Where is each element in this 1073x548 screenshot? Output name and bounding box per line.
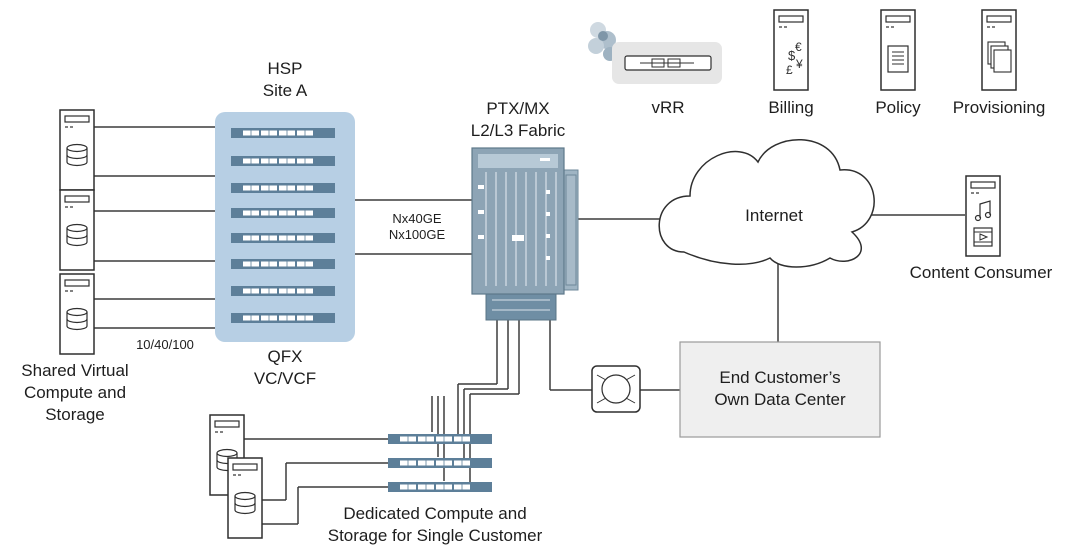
provisioning-label: Provisioning [952,98,1046,117]
router-chassis-icon [471,147,579,321]
dedicated-server-2 [227,457,263,539]
dollar-symbol: $ [788,48,796,63]
billing-label: Billing [768,98,814,117]
qfx-label: QFX VC/VCF [235,346,335,390]
yen-symbol: ¥ [795,57,803,71]
hsp-label-line1: HSP [267,59,303,78]
hsp-label-line2: Site A [262,81,308,100]
fabric-label: PTX/MX L2/L3 Fabric [448,98,588,142]
video-play-icon [973,227,993,247]
hsp-site-label: HSP Site A [235,58,335,102]
firewall-icon [591,365,641,413]
shared-server-2 [59,189,95,271]
link-speed-100ge: Nx100GE [388,227,446,242]
policy-server [880,9,916,91]
shared-label-line3: Storage [45,405,105,424]
end-customer-line1: End Customer’s [719,368,841,387]
end-customer-datacenter [679,341,881,438]
shared-server-3 [59,273,95,355]
dedicated-label-line2: Storage for Single Customer [327,526,543,545]
server-speed-label: 10/40/100 [136,337,194,352]
end-customer-line2: Own Data Center [714,390,846,409]
link-speed-label: Nx40GE Nx100GE [372,211,462,243]
dedicated-label: Dedicated Compute and Storage for Single… [300,503,570,547]
documents-stack-icon [987,41,1012,73]
vrr-label: vRR [651,98,685,117]
dedicated-label-line1: Dedicated Compute and [343,504,527,523]
internet-label: Internet [745,206,803,225]
provisioning-server [981,9,1017,91]
connection-lines [94,126,965,525]
pound-symbol: £ [786,63,793,77]
content-consumer-server [965,175,1001,257]
billing-server: $ € £ ¥ [773,9,809,91]
policy-label: Policy [875,98,921,117]
shared-storage-label: Shared Virtual Compute and Storage [0,360,150,426]
qfx-panel [215,112,355,342]
virtual-router-icon [588,22,722,84]
fabric-label-line2: L2/L3 Fabric [470,121,566,140]
euro-symbol: € [795,40,802,54]
qfx-label-line1: QFX [267,347,303,366]
dedicated-switches [387,433,493,493]
cloud-icon [658,139,875,268]
shared-label-line2: Compute and [23,383,127,402]
fabric-label-line1: PTX/MX [486,99,550,118]
document-icon [887,45,909,73]
shared-label-line1: Shared Virtual [21,361,129,380]
shared-server-1 [59,109,95,191]
end-customer-label: End Customer’s Own Data Center [680,367,880,411]
link-speed-40ge: Nx40GE [392,211,442,226]
qfx-label-line2: VC/VCF [253,369,317,388]
music-note-icon [974,200,992,222]
content-consumer-label: Content Consumer [909,263,1053,282]
